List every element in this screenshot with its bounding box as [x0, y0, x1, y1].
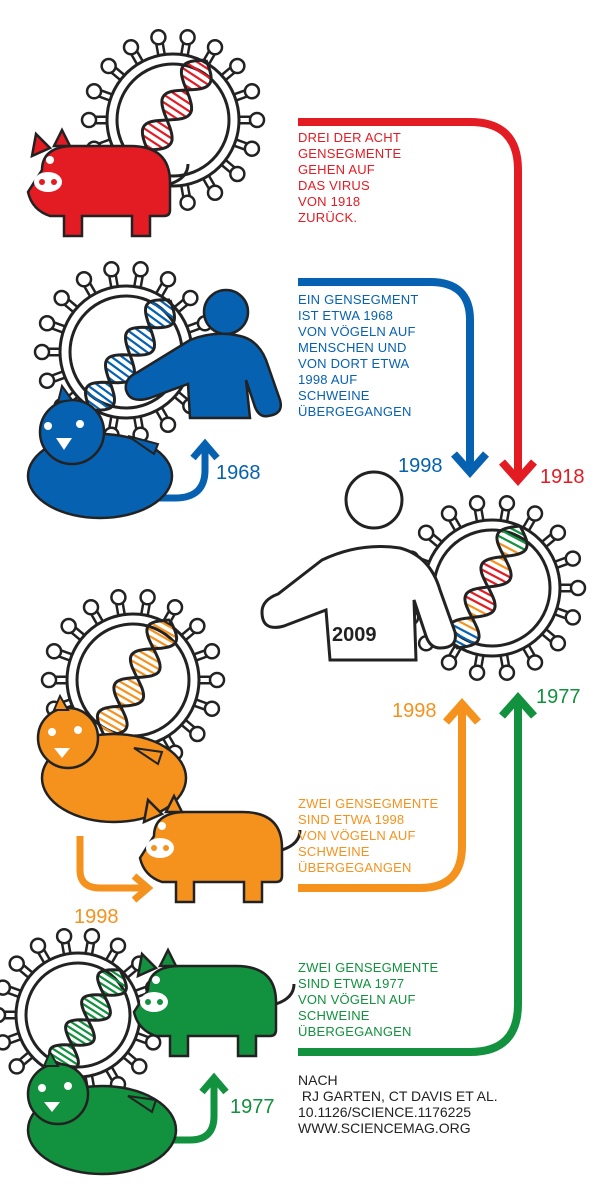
transfer-year-1968: 1968 — [216, 462, 261, 484]
human-2009-icon — [260, 470, 457, 662]
dna-helix-2009 — [447, 524, 529, 650]
source-line-4: WWW.SCIENCEMAG.ORG — [298, 1120, 471, 1136]
pig-green-icon — [132, 947, 296, 1058]
orange-arrowhead — [443, 697, 481, 725]
dna-helix-orange — [95, 618, 179, 737]
red-arrow — [298, 118, 522, 478]
arrow-year-1998-blue: 1998 — [398, 455, 443, 477]
dna-helix-blue — [83, 298, 177, 412]
pig-orange-icon — [138, 793, 302, 904]
virus-1977 — [0, 927, 167, 1103]
center-year-2009: 2009 — [332, 624, 377, 646]
green-description: ZWEI GENSEGMENTE SIND ETWA 1977 VON VÖGE… — [298, 960, 439, 1039]
human-blue-icon — [124, 288, 282, 420]
source-credit: NACH RJ GARTEN, CT DAVIS ET AL. 10.1126/… — [298, 1072, 498, 1136]
green-arrowhead — [499, 691, 537, 719]
pig-red-icon — [26, 127, 190, 238]
orange-description: ZWEI GENSEGMENTE SIND ETWA 1998 VON VÖGE… — [298, 796, 439, 875]
blue-arrow — [298, 278, 474, 470]
orange-arrow — [298, 705, 466, 892]
blue-arrowhead — [451, 451, 489, 479]
bird-orange-icon — [36, 693, 188, 824]
dna-helix-green — [48, 968, 128, 1072]
transfer-year-1977: 1977 — [230, 1096, 275, 1118]
blue-description: EIN GENSEGMENT IST ETWA 1968 VON VÖGELN … — [298, 292, 419, 419]
bird-blue-icon — [26, 383, 174, 520]
blue-transfer-arrow — [137, 446, 209, 502]
red-description: DREI DER ACHT GENSEGMENTE GEHEN AUF DAS … — [298, 130, 402, 225]
red-arrowhead — [499, 459, 537, 487]
green-transfer-arrow — [150, 1080, 218, 1144]
virus-2009 — [397, 495, 587, 681]
source-line-3: 10.1126/SCIENCE.1176225 — [298, 1104, 472, 1120]
orange-transfer-arrow — [76, 836, 146, 892]
arrow-year-1977: 1977 — [536, 686, 581, 708]
source-line-2: RJ GARTEN, CT DAVIS ET AL. — [298, 1088, 498, 1104]
green-transfer-arrowhead — [199, 1072, 229, 1095]
transfer-year-1998: 1998 — [74, 906, 119, 928]
green-arrow — [298, 700, 522, 1056]
arrow-year-1918: 1918 — [540, 466, 585, 488]
bird-green-icon — [26, 1049, 178, 1176]
arrow-year-1998-orange: 1998 — [392, 700, 437, 722]
blue-transfer-arrowhead — [190, 438, 220, 461]
source-line-1: NACH — [298, 1072, 338, 1088]
orange-transfer-arrowhead — [131, 873, 154, 903]
